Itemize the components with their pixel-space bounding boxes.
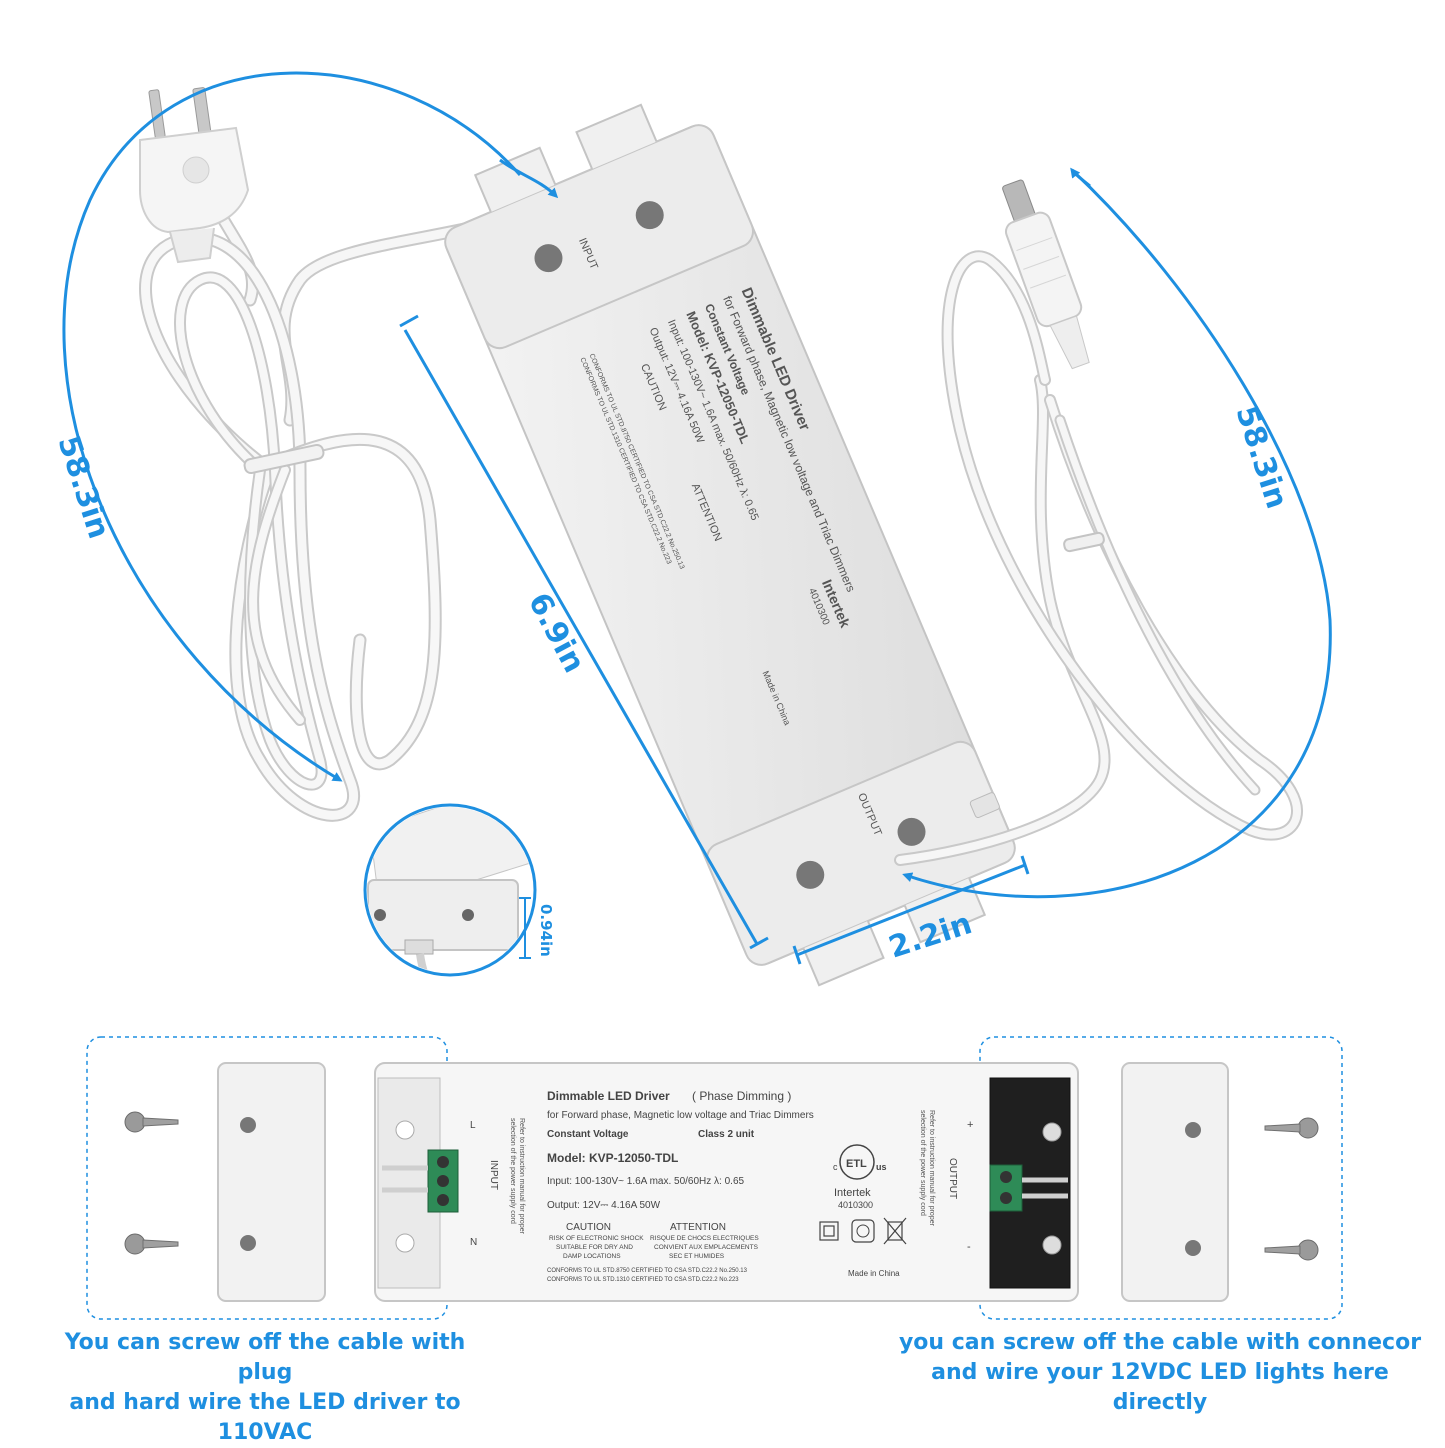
terminal-n: N: [470, 1237, 477, 1248]
label-voltage-type: Constant Voltage: [547, 1129, 629, 1140]
etl-mark: ETL: [846, 1158, 867, 1170]
right-caption-line1: you can screw off the cable with conneco…: [898, 1330, 1422, 1355]
led-driver-unit: Dimmable LED Driver for Forward phase, M…: [444, 103, 1016, 987]
label-title-suffix: ( Phase Dimming ): [692, 1089, 791, 1103]
label-output: Output: 12V⎓ 4.16A 50W: [547, 1200, 661, 1211]
cert-c: c: [833, 1162, 838, 1172]
driver-height: 0.94in: [537, 904, 555, 957]
cord-output-arc: [902, 168, 1332, 899]
label-caution-2: SUITABLE FOR DRY AND: [556, 1244, 633, 1251]
width-dim-line: [796, 863, 1026, 957]
label-attention-1: RISQUE DE CHOCS ELECTRIQUES: [650, 1235, 759, 1242]
label-title: Dimmable LED Driver: [547, 1089, 670, 1103]
weee-bin-icon: [883, 1217, 907, 1245]
cord-input-arc-start: [499, 158, 559, 199]
screw-icon: [1264, 1239, 1319, 1261]
right-end-cover: [1121, 1062, 1229, 1302]
label-attention-3: SEC ET HUMIDES: [669, 1253, 725, 1260]
terminal-l: L: [470, 1120, 476, 1131]
label-conform-2: CONFORMS TO UL STD.1310 CERTIFIED TO CSA…: [547, 1277, 739, 1283]
output-note-2: selection of the power supply cord: [919, 1110, 926, 1216]
left-end-cover: [217, 1062, 326, 1302]
right-caption-line2: and wire your 12VDC LED lights here dire…: [931, 1360, 1389, 1415]
screw-icon: [124, 1233, 179, 1255]
right-caption: you can screw off the cable with conneco…: [895, 1328, 1425, 1418]
screw-icon: [124, 1111, 179, 1133]
output-cord: [894, 250, 1303, 866]
input-cord: [139, 198, 552, 822]
label-class: Class 2 unit: [698, 1129, 755, 1140]
height-inset: 0.94in: [363, 803, 555, 977]
label-model: Model: KVP-12050-TDL: [547, 1151, 678, 1165]
driver-length: 6.9in: [521, 587, 592, 678]
power-plug: [139, 87, 250, 264]
label-conform-1: CONFORMS TO UL STD.8750 CERTIFIED TO CSA…: [547, 1268, 748, 1274]
cert-brand: Intertek: [834, 1187, 871, 1199]
terminal-plus: +: [967, 1119, 973, 1131]
left-caption: You can screw off the cable with plug an…: [40, 1328, 490, 1448]
output-note-1: Refer to instruction manual for proper: [928, 1110, 935, 1227]
cord-output-length: 58.3in: [1228, 402, 1294, 513]
label-attention-2: CONVIENT AUX EMPLACEMENTS: [654, 1244, 759, 1251]
label-subtitle: for Forward phase, Magnetic low voltage …: [547, 1110, 814, 1121]
driver-flat-view: L N INPUT Refer to instruction manual fo…: [374, 1062, 1079, 1302]
dimmable-icon: [851, 1219, 875, 1243]
input-tag: INPUT: [488, 1160, 499, 1190]
cord-input-arc: [62, 71, 522, 782]
left-caption-line1: You can screw off the cable with plug: [64, 1330, 466, 1385]
dc-connector: [1002, 179, 1090, 370]
dimension-lines: [62, 71, 1332, 965]
label-caution-3: DAMP LOCATIONS: [563, 1253, 621, 1260]
left-caption-line2: and hard wire the LED driver to 110VAC: [69, 1390, 461, 1445]
input-note-1: Refer to instruction manual for proper: [518, 1118, 525, 1235]
terminal-minus: -: [967, 1241, 971, 1253]
label-input: Input: 100-130V~ 1.6A max. 50/60Hz λ: 0.…: [547, 1176, 745, 1187]
output-tag: OUTPUT: [947, 1158, 958, 1199]
label-attention-title: ATTENTION: [670, 1222, 726, 1233]
etl-certification-mark: ETL c us Intertek 4010300: [833, 1144, 887, 1210]
right-cover-group: [979, 1036, 1343, 1320]
label-caution-1: RISK OF ELECTRONIC SHOCK: [549, 1235, 644, 1242]
made-in: Made in China: [848, 1269, 900, 1278]
class-2-icon: [819, 1221, 839, 1241]
label-caution-title: CAUTION: [566, 1222, 611, 1233]
input-note-2: selection of the power supply cord: [509, 1118, 516, 1224]
cert-us: us: [876, 1162, 887, 1172]
cert-number: 4010300: [838, 1200, 873, 1210]
cord-input-length: 58.3in: [50, 432, 116, 543]
screw-icon: [1264, 1117, 1319, 1139]
length-dim-line: [403, 329, 759, 945]
